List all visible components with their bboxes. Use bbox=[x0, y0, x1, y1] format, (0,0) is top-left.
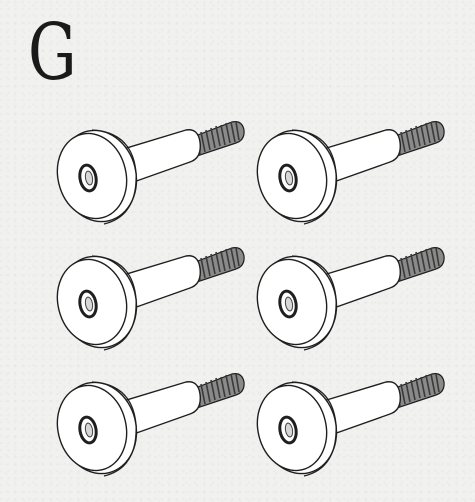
thread-icon bbox=[389, 121, 445, 158]
shoulder-screw bbox=[252, 364, 452, 490]
hex-socket-icon bbox=[78, 163, 98, 193]
thread-icon bbox=[189, 247, 245, 284]
shoulder-screw-icon bbox=[256, 121, 445, 225]
shoulder-screw bbox=[52, 238, 252, 364]
shoulder-screw-icon bbox=[56, 121, 245, 225]
screw-grid bbox=[52, 112, 452, 492]
shoulder-screw-icon bbox=[56, 373, 245, 477]
hex-socket-icon bbox=[278, 289, 298, 319]
shoulder-screw-icon bbox=[256, 373, 445, 477]
shoulder-screw-icon bbox=[56, 247, 245, 351]
thread-icon bbox=[389, 373, 445, 410]
shoulder-screw bbox=[252, 112, 452, 238]
shoulder-screw bbox=[252, 238, 452, 364]
hex-socket-icon bbox=[278, 415, 298, 445]
hex-socket-icon bbox=[278, 163, 298, 193]
shoulder-screw bbox=[52, 112, 252, 238]
shoulder-screw-icon bbox=[256, 247, 445, 351]
hex-socket-icon bbox=[78, 415, 98, 445]
hex-socket-icon bbox=[78, 289, 98, 319]
shoulder-screw bbox=[52, 364, 252, 490]
part-group-label: G bbox=[28, 8, 77, 98]
